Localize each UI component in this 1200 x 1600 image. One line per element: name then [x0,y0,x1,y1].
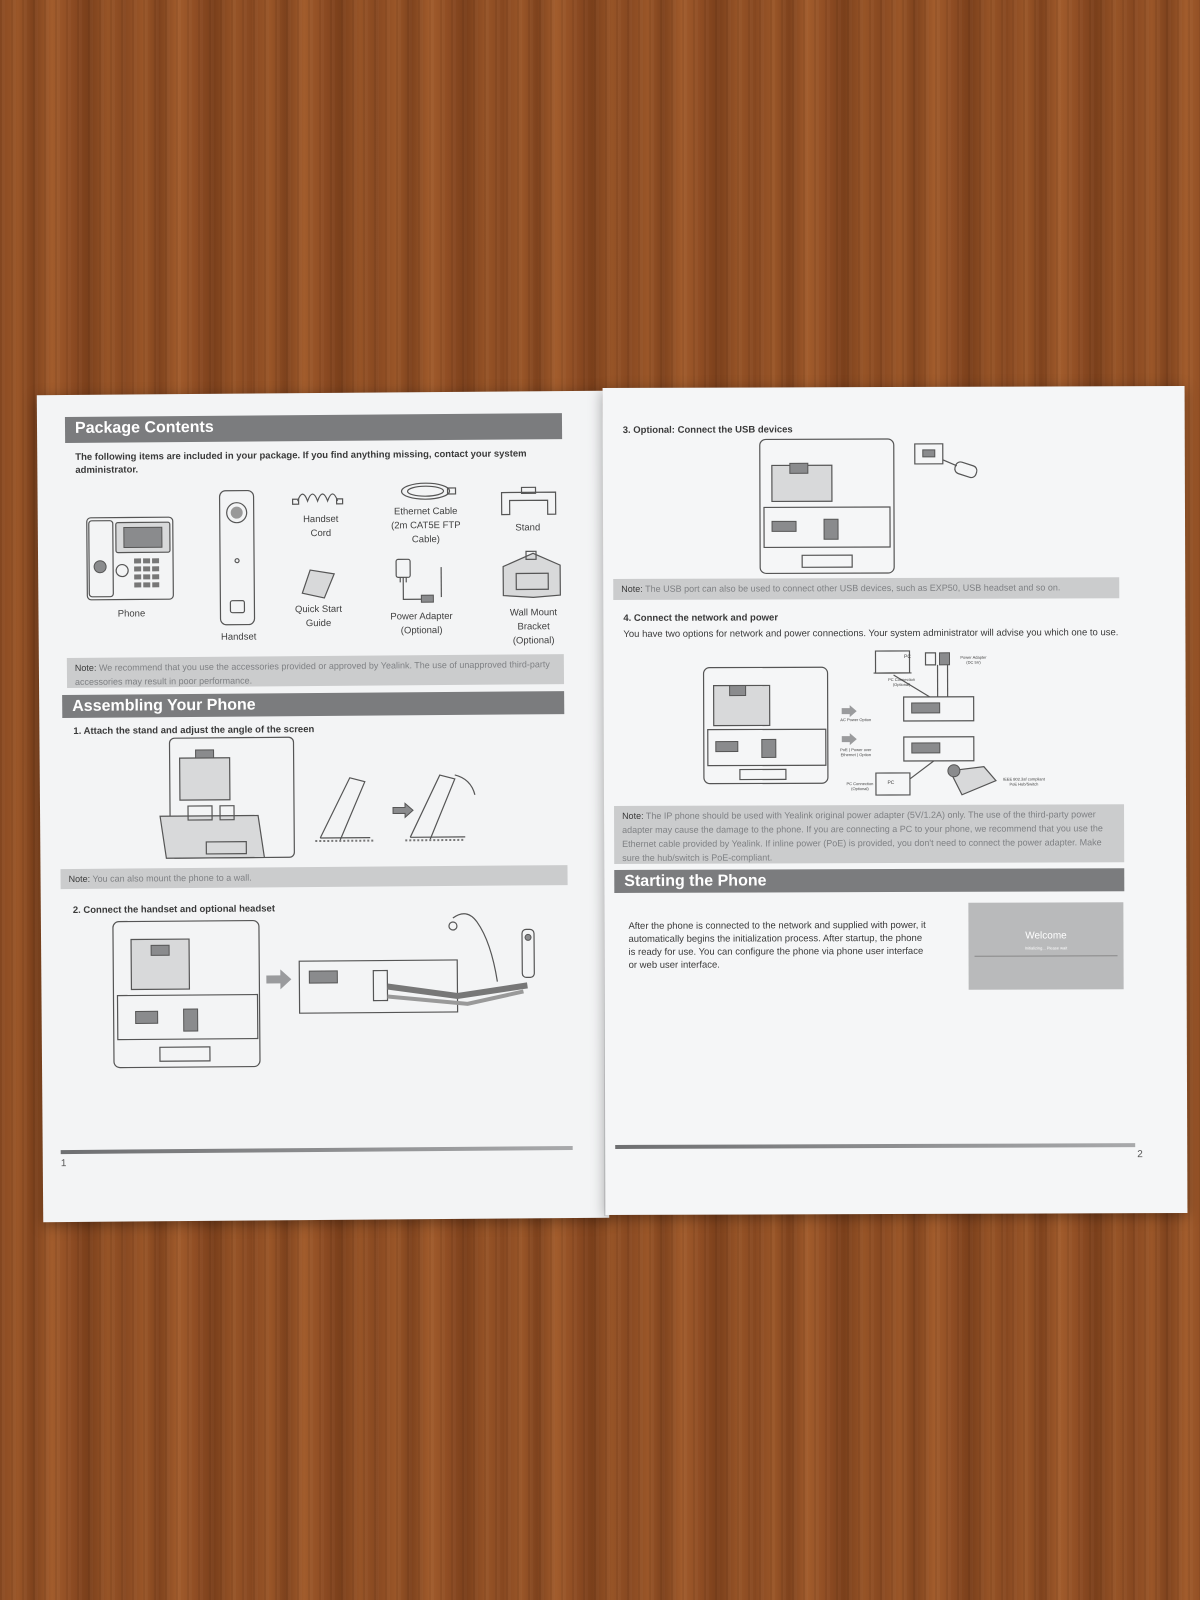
label-ac-power-option: AC Power Option [840,717,872,723]
label-ethernet-cable: Ethernet Cable (2m CAT5E FTP Cable) [391,505,461,546]
label-power-adapter-dc: Power Adapter (DC 5V) [960,654,987,665]
network-phone-back-illustration [702,666,829,785]
note-label: Note: [74,662,97,673]
label-poe-option: PoE ( Power over Ethernet ) Option [840,747,872,758]
handset-connection-illustration [298,913,535,1014]
page-number-left: 1 [60,1158,67,1170]
usb-note: Note: The USB port can also be used to c… [613,577,1120,600]
power-note-text: The IP phone should be used with Yealink… [622,809,1103,863]
label-phone: Phone [117,608,146,620]
label-wall-mount-bracket: Wall Mount Bracket (Optional) [509,607,558,647]
stand-attach-illustration [159,736,295,859]
footer-rule-right [615,1143,1136,1149]
label-poe-switch: IEEE 802.3af compliant PoE Hub/Switch [1003,776,1045,787]
usb-phone-back-illustration [759,438,895,575]
ethernet-cable-illustration [400,482,457,500]
quick-start-guide-illustration [301,569,336,599]
label-handset: Handset [220,631,257,643]
package-note: Note: We recommend that you use the acce… [66,654,565,689]
package-contents-title: Package Contents [64,413,563,444]
usb-note-label: Note: [621,583,643,594]
step4-text: You have two options for network and pow… [623,627,1119,640]
phone-back-illustration [112,919,261,1069]
angle-adjust-illustration [315,774,476,843]
power-adapter-illustration [395,558,442,603]
stand-illustration [500,486,557,516]
power-note: Note: The IP phone should be used with Y… [614,804,1125,864]
label-power-adapter: Power Adapter (Optional) [390,610,453,637]
usb-device-illustration [914,443,978,479]
page-number-right: 2 [1137,1149,1143,1161]
progress-line [974,955,1118,957]
phone-illustration [86,516,174,601]
note-text: We recommend that you use the accessorie… [74,659,550,687]
note-label-2: Note: [68,873,91,885]
label-pc-top: PC [904,653,911,660]
arrow-icon-ac [841,705,857,718]
arrow-icon [266,969,292,990]
label-pc-connection-bottom: PC Connection (Optional) [846,781,874,792]
welcome-status-text: Initializing... Please wait [1024,945,1068,951]
welcome-screen: Welcome Initializing... Please wait [968,902,1124,990]
starting-text: After the phone is connected to the netw… [628,919,926,971]
footer-rule-left [60,1146,573,1155]
handset-cord-illustration [291,493,344,505]
connection-options-illustration [873,650,997,796]
booklet-page-right: 3. Optional: Connect the USB devices Not… [602,385,1188,1216]
usb-note-text: The USB port can also be used to connect… [645,582,1061,594]
starting-title: Starting the Phone [614,868,1125,893]
arrow-icon-poe [841,733,857,746]
label-quick-start-guide: Quick Start Guide [294,603,342,630]
label-pc-bottom: PC [887,780,895,787]
step3-label: 3. Optional: Connect the USB devices [622,424,793,436]
step4-label: 4. Connect the network and power [623,612,779,624]
wall-mount-bracket-illustration [502,550,561,598]
label-stand: Stand [515,522,541,534]
label-pc-connection-top: PC Connection (Optional) [888,676,916,688]
power-note-label: Note: [622,810,644,821]
package-contents-intro: The following items are included in your… [75,448,527,476]
booklet-page-left: Package Contents The following items are… [36,390,610,1223]
label-handset-cord: Handset Cord [303,513,339,540]
wall-mount-note: Note: You can also mount the phone to a … [60,865,568,890]
welcome-text: Welcome [1025,930,1067,942]
handset-illustration [218,489,256,626]
assembling-title: Assembling Your Phone [62,691,565,719]
note-text-2: You can also mount the phone to a wall. [92,872,252,884]
